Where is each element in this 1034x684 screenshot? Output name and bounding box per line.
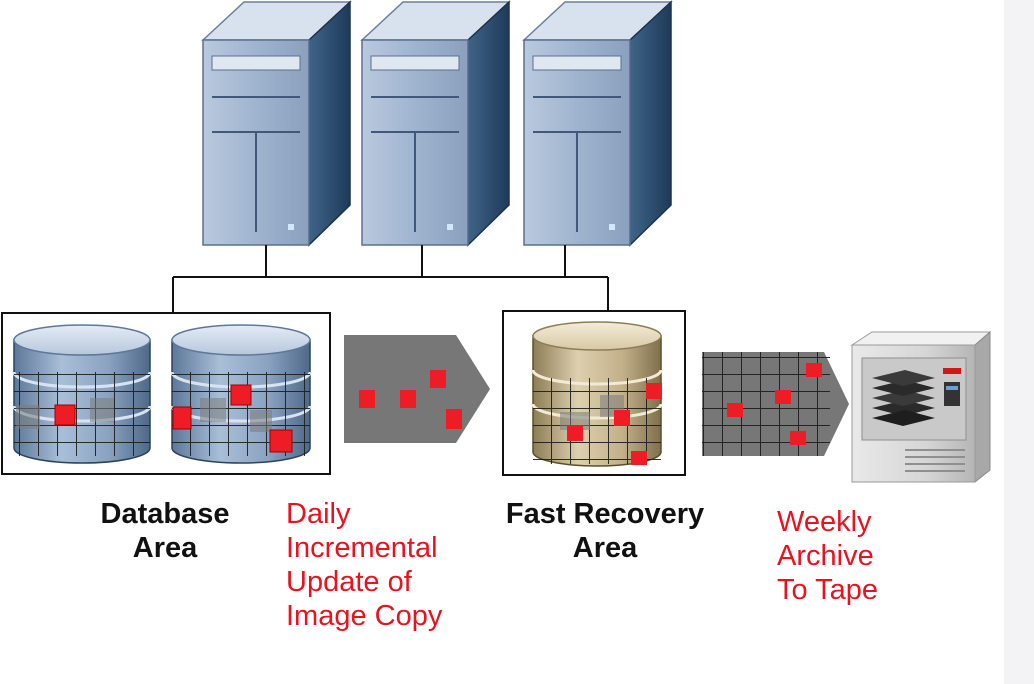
daily-update-line-2: Incremental: [286, 532, 438, 564]
database-area-line-1: Database: [100, 498, 230, 530]
network-connector: [172, 245, 609, 313]
server-icon: [201, 0, 352, 247]
disk-cylinder-icon: [12, 324, 152, 464]
disk-cylinder-icon: [170, 324, 312, 464]
disk-cylinder-icon: [531, 321, 663, 467]
diagram-svg: [1, 0, 992, 484]
fast-recovery-area-line-2: Area: [572, 532, 638, 564]
daily-update-line-1: Daily: [286, 498, 351, 530]
server-icon: [360, 0, 511, 247]
fast-recovery-area-line-1: Fast Recovery: [505, 498, 705, 530]
weekly-archive-label: Weekly Archive To Tape: [777, 505, 957, 607]
arrow-block-icon: [344, 335, 490, 443]
weekly-archive-line-3: To Tape: [777, 574, 879, 606]
fast-recovery-area-label: Fast Recovery Area: [470, 497, 740, 565]
server-icon: [522, 0, 673, 247]
arrow-block-icon: [702, 352, 849, 456]
tape-library-icon: [850, 330, 992, 484]
database-area-line-2: Area: [132, 532, 198, 564]
weekly-archive-line-1: Weekly: [777, 506, 872, 538]
diagram-canvas: Database Area Daily Incremental Update o…: [0, 0, 1004, 684]
weekly-archive-line-2: Archive: [777, 540, 874, 572]
database-area-frame: [1, 312, 331, 475]
fast-recovery-area-frame: [502, 310, 686, 476]
daily-update-line-4: Image Copy: [286, 600, 443, 632]
database-area-label: Database Area: [60, 497, 270, 565]
daily-update-line-3: Update of: [286, 566, 412, 598]
daily-update-label: Daily Incremental Update of Image Copy: [286, 497, 486, 633]
